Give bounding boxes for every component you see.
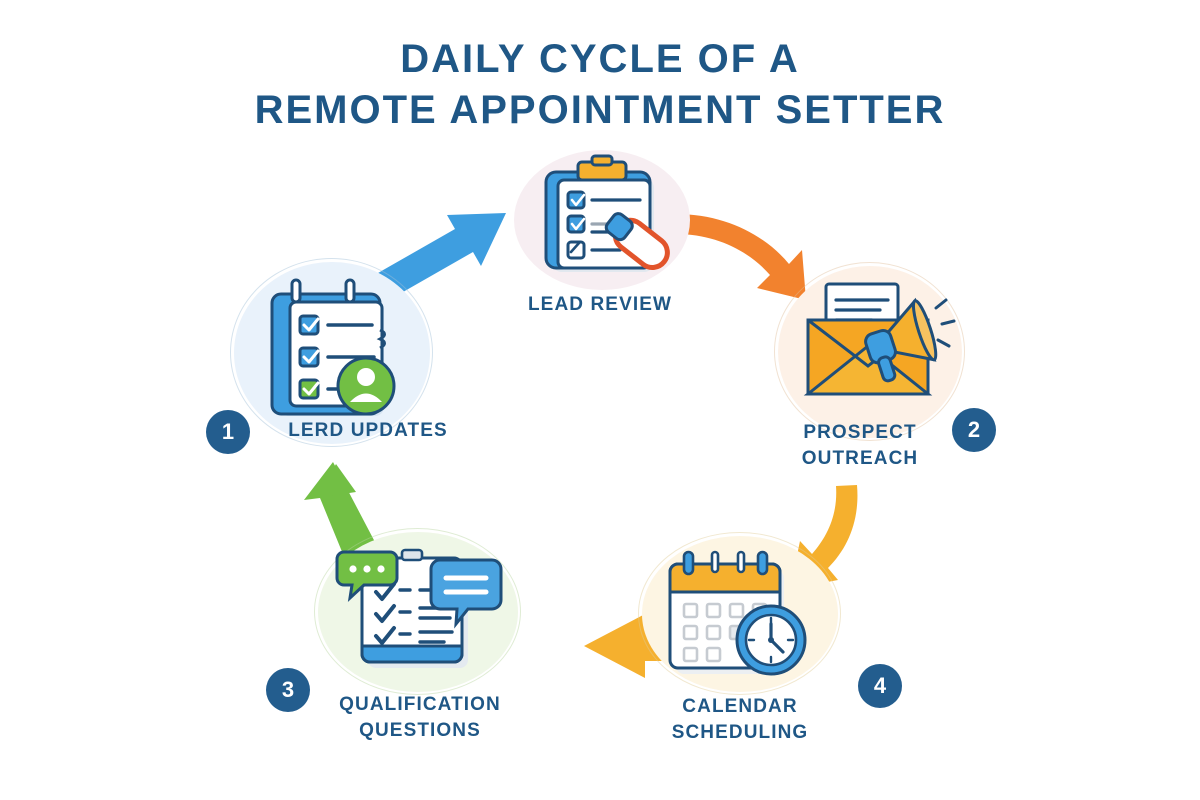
step-badge-2: 2 (952, 408, 996, 452)
checklist-chat-icon (328, 538, 508, 688)
step-qualification-questions[interactable] (312, 528, 524, 700)
step-label-calendar-scheduling: CALENDAR SCHEDULING (671, 696, 809, 743)
calendar-clock-icon (658, 548, 824, 682)
step-lerd-updates[interactable] (226, 258, 438, 448)
step-lead-review[interactable] (508, 148, 694, 296)
step-label-prospect-outreach: PROSPECT OUTREACH (801, 422, 919, 469)
step-label-qualification-questions: QUALIFICATION QUESTIONS (339, 694, 501, 741)
step-ring (230, 258, 433, 447)
title-line-1: DAILY CYCLE OF A (400, 37, 800, 81)
page-title: DAILY CYCLE OF A REMOTE APPOINTMENT SETT… (0, 34, 1200, 136)
envelope-megaphone-icon (786, 276, 956, 416)
step-prospect-outreach[interactable] (772, 262, 968, 446)
step-badge-3: 3 (266, 668, 310, 712)
step-label-lerd-updates: LERD UPDATES (288, 420, 448, 441)
clipboard-magnifier-icon (528, 154, 678, 290)
step-ring (774, 262, 965, 441)
step-badge-4: 4 (858, 664, 902, 708)
notepad-user-icon (254, 272, 406, 427)
step-calendar-scheduling[interactable] (636, 532, 844, 700)
step-ring (314, 528, 521, 695)
step-badge-1: 1 (206, 410, 250, 454)
step-ring (638, 532, 841, 695)
step-label-lead-review: LEAD REVIEW (527, 294, 673, 315)
title-line-2: REMOTE APPOINTMENT SETTER (254, 88, 946, 132)
